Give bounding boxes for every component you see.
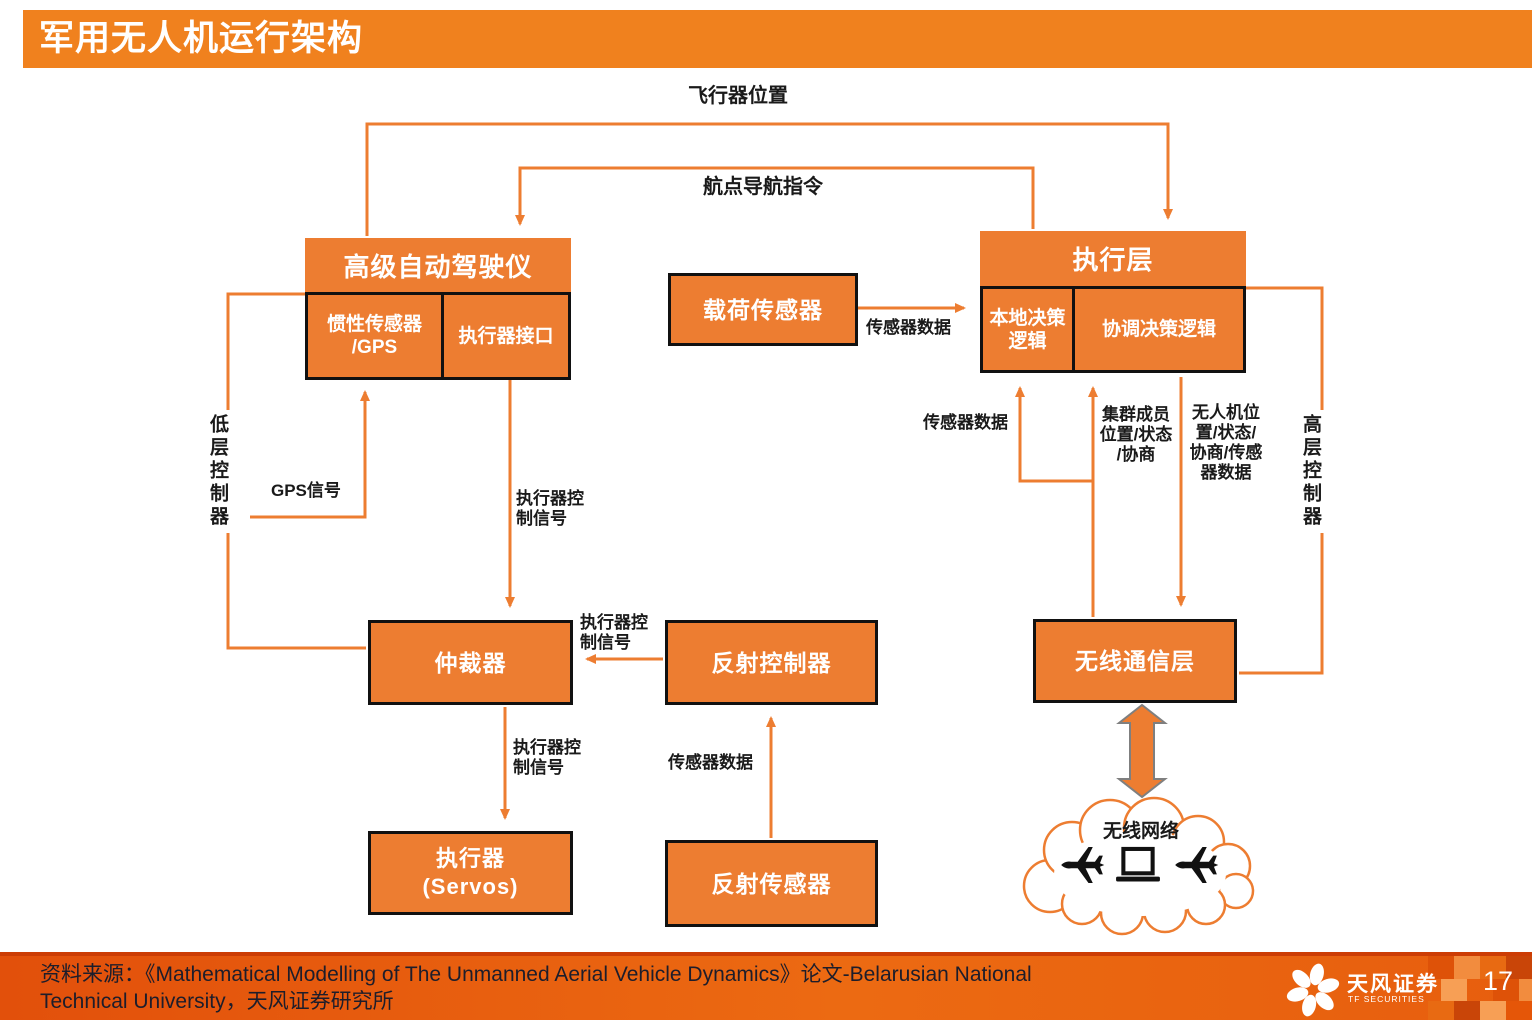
box-coordination-decision: 协调决策逻辑 bbox=[1072, 286, 1246, 373]
label-low-level-controller: 低层控制器 bbox=[203, 410, 232, 533]
tf-securities-logo-icon bbox=[1286, 963, 1340, 1017]
label-payload-sensor-data: 传感器数据 bbox=[866, 318, 951, 337]
box-execution-layer-header: 执行层 bbox=[980, 231, 1246, 286]
airplane-icon bbox=[1061, 847, 1105, 883]
page-title: 军用无人机运行架构 bbox=[39, 19, 364, 58]
label-waypoint-nav: 航点导航指令 bbox=[703, 176, 823, 198]
source-text: 资料来源：《Mathematical Modelling of The Unma… bbox=[40, 963, 1032, 1013]
box-local-decision: 本地决策 逻辑 bbox=[980, 286, 1075, 373]
box-arbiter: 仲裁器 bbox=[368, 620, 573, 705]
page-number: 17 bbox=[1482, 966, 1514, 996]
box-autopilot-header: 高级自动驾驶仪 bbox=[305, 238, 571, 292]
label-gps-signal: GPS信号 bbox=[271, 481, 341, 500]
box-reflex-controller: 反射控制器 bbox=[665, 620, 878, 705]
title-bar: 军用无人机运行架构 bbox=[23, 10, 1532, 68]
box-reflex-sensor: 反射传感器 bbox=[665, 840, 878, 927]
arrow-comm-to-local-decision bbox=[1015, 386, 1093, 483]
label-swarm-member-info: 集群成员 位置/状态 /协商 bbox=[1099, 405, 1173, 464]
execution-layer-subboxes: 本地决策 逻辑 协调决策逻辑 bbox=[980, 286, 1246, 373]
brand-name: 天风证券 bbox=[1347, 973, 1439, 996]
cloud-shape bbox=[1022, 796, 1255, 936]
laptop-icon bbox=[1116, 846, 1160, 882]
box-actuator-interface: 执行器接口 bbox=[441, 292, 571, 380]
label-reflex-sensor-data: 传感器数据 bbox=[668, 753, 753, 772]
box-actuators-servos: 执行器 (Servos) bbox=[368, 831, 573, 915]
label-uplink-sensor-data: 传感器数据 bbox=[923, 413, 1008, 432]
brand-subtitle: TF SECURITIES bbox=[1348, 994, 1425, 1004]
airplane-icon bbox=[1175, 847, 1219, 883]
wireless-network-cloud: 无线网络 bbox=[1012, 788, 1270, 936]
footer-bar: 资料来源：《Mathematical Modelling of The Unma… bbox=[0, 952, 1532, 1020]
label-actuator-ctrl-autopilot: 执行器控 制信号 bbox=[516, 489, 584, 528]
box-imu-gps: 惯性传感器 /GPS bbox=[305, 292, 444, 380]
cloud-label: 无线网络 bbox=[1102, 821, 1179, 842]
autopilot-subboxes: 惯性传感器 /GPS 执行器接口 bbox=[305, 292, 571, 380]
label-actuator-ctrl-servos: 执行器控 制信号 bbox=[513, 738, 581, 777]
box-payload-sensor: 载荷传感器 bbox=[668, 273, 858, 346]
label-actuator-ctrl-reflex: 执行器控 制信号 bbox=[580, 613, 648, 652]
label-high-level-controller: 高层控制器 bbox=[1296, 410, 1325, 533]
label-uav-position-info: 无人机位 置/状态/ 协商/传感 器数据 bbox=[1189, 403, 1263, 482]
box-wireless-comm-layer: 无线通信层 bbox=[1033, 619, 1237, 703]
block-arrow-comm-cloud bbox=[1116, 703, 1168, 799]
label-vehicle-position: 飞行器位置 bbox=[688, 85, 788, 107]
